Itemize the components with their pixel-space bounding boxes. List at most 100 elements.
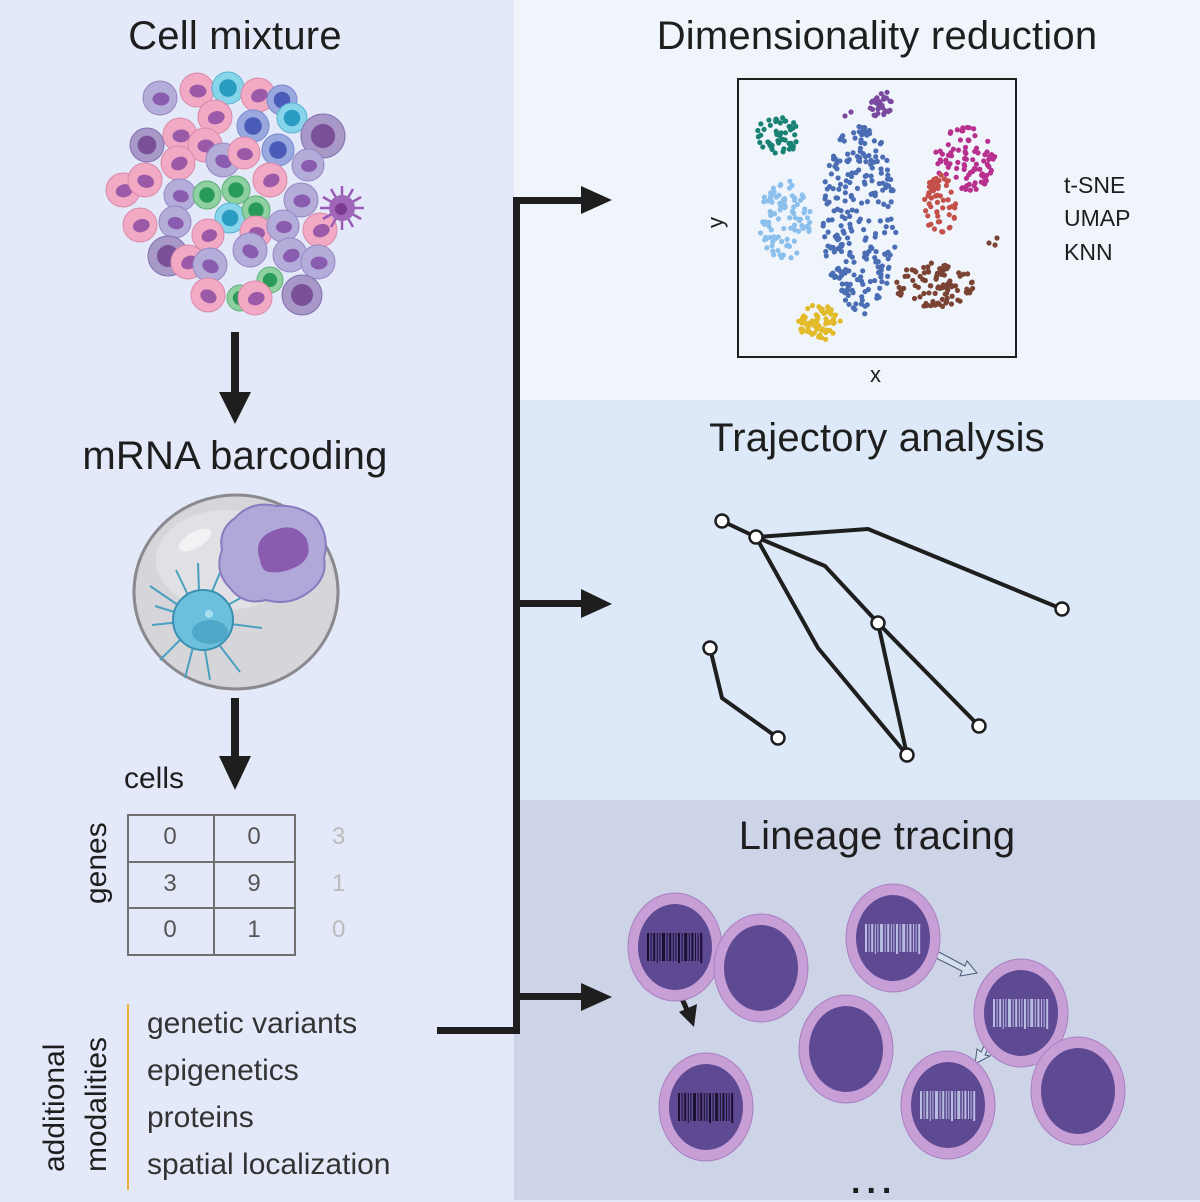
scatter-point-blue bbox=[890, 187, 896, 194]
scatter-point-blue bbox=[863, 159, 869, 165]
scatter-point-yellow bbox=[830, 320, 837, 326]
scatter-point-magenta bbox=[973, 161, 979, 167]
scatter-point-yellow bbox=[798, 326, 804, 332]
blood-cell-icon bbox=[300, 113, 346, 159]
scatter-point-blue bbox=[875, 269, 882, 276]
scatter-point-lightblue bbox=[788, 255, 794, 261]
monocyte-icon bbox=[218, 503, 327, 603]
blood-cell-icon bbox=[276, 102, 308, 134]
scatter-point-brown bbox=[905, 273, 911, 279]
scatter-point-brown bbox=[935, 285, 941, 291]
scatter-point-blue bbox=[868, 244, 874, 250]
scatter-point-brown bbox=[936, 269, 943, 275]
scatter-point-blue bbox=[846, 301, 852, 308]
scatter-point-blue bbox=[842, 297, 849, 303]
scatter-point-blue bbox=[856, 157, 862, 164]
cells-axis-label: cells bbox=[124, 762, 185, 795]
scatter-point-lightblue bbox=[787, 178, 793, 184]
scatter-point-blue bbox=[839, 287, 845, 293]
scatter-point-yellow bbox=[825, 304, 831, 310]
scatter-point-blue bbox=[888, 176, 894, 183]
blood-cell-icon bbox=[192, 180, 222, 210]
scatter-point-blue bbox=[847, 221, 853, 227]
scatter-point-teal bbox=[773, 116, 779, 122]
scatter-point-lightblue bbox=[767, 234, 773, 241]
scatter-point-purple bbox=[881, 111, 887, 118]
blood-cell-icon bbox=[127, 162, 163, 198]
scatter-point-lightblue bbox=[766, 219, 772, 225]
scatter-point-lightblue bbox=[776, 192, 782, 198]
scatter-point-lightblue bbox=[768, 190, 774, 196]
scatter-point-red bbox=[923, 208, 929, 214]
scatter-point-red bbox=[940, 205, 946, 211]
scatter-point-yellow bbox=[819, 327, 825, 333]
scatter-point-purple bbox=[887, 98, 893, 104]
blood-cell-icon bbox=[122, 207, 158, 243]
scatter-point-red bbox=[934, 199, 941, 205]
scatter-point-blue bbox=[851, 259, 857, 265]
scatter-point-magenta bbox=[945, 152, 952, 158]
scatter-point-brown bbox=[924, 302, 931, 308]
scatter-point-magenta bbox=[959, 128, 965, 134]
barcode-icon bbox=[678, 1093, 734, 1123]
blood-cell-icon bbox=[291, 148, 325, 182]
scatter-point-yellow bbox=[818, 306, 824, 312]
scatter-point-brown bbox=[965, 271, 971, 277]
scatter-point-magenta bbox=[963, 175, 970, 181]
scatter-point-blue bbox=[883, 224, 889, 230]
plot-frame bbox=[737, 78, 1017, 358]
scatter-point-teal bbox=[772, 150, 778, 156]
scatter-point-lightblue bbox=[767, 208, 773, 215]
scatter-point-yellow bbox=[809, 331, 815, 337]
matrix-cell: 0 bbox=[163, 916, 177, 943]
scatter-point-magenta bbox=[972, 133, 978, 139]
scatter-point-magenta bbox=[945, 142, 951, 148]
scatter-point-magenta bbox=[978, 172, 985, 178]
scatter-point-lightblue bbox=[789, 182, 795, 189]
scatter-point-teal bbox=[777, 120, 783, 126]
scatter-point-lightblue bbox=[782, 195, 788, 202]
scatter-point-purple bbox=[878, 91, 884, 97]
matrix-cell: 3 bbox=[332, 823, 346, 850]
scatter-point-magenta bbox=[966, 181, 972, 187]
scatter-point-blue bbox=[876, 294, 882, 300]
scatter-point-lightblue bbox=[791, 204, 797, 210]
scatter-point-brown bbox=[969, 279, 975, 285]
modality-genetic-variants: genetic variants bbox=[147, 1007, 358, 1040]
scatter-point-blue bbox=[860, 268, 866, 274]
scatter-point-red bbox=[947, 224, 953, 230]
scatter-point-blue bbox=[822, 196, 828, 202]
scatter-point-magenta bbox=[971, 165, 978, 172]
scatter-point-teal bbox=[758, 121, 764, 127]
trajectory-node bbox=[770, 730, 786, 746]
scatter-point-magenta bbox=[955, 159, 961, 166]
scatter-point-brown bbox=[895, 290, 901, 297]
scatter-point-teal bbox=[767, 141, 773, 147]
scatter-point-brown bbox=[928, 260, 934, 266]
scatter-point-blue bbox=[838, 243, 845, 249]
dimensionality-reduction-panel bbox=[514, 0, 1200, 400]
unlabeled-cell-icon bbox=[798, 994, 894, 1104]
scatter-point-purple bbox=[876, 98, 882, 105]
scatter-point-brown bbox=[915, 284, 921, 290]
scatter-point-blue bbox=[824, 201, 830, 207]
scatter-point-yellow bbox=[823, 336, 829, 342]
scatter-point-blue bbox=[836, 186, 842, 192]
trajectory-node bbox=[870, 615, 886, 631]
scatter-point-brown bbox=[949, 284, 955, 290]
scatter-point-blue bbox=[863, 256, 870, 262]
scatter-point-magenta bbox=[957, 137, 963, 143]
scatter-point-blue bbox=[885, 172, 891, 178]
scatter-point-blue bbox=[844, 209, 851, 215]
scatter-point-blue bbox=[842, 270, 848, 276]
ellipsis: ... bbox=[851, 1163, 898, 1201]
scatter-point-yellow bbox=[823, 321, 829, 327]
scatter-point-teal bbox=[769, 146, 775, 152]
scatter-point-blue bbox=[866, 152, 872, 159]
trajectory-node bbox=[702, 640, 718, 656]
method-umap: UMAP bbox=[1064, 205, 1131, 231]
scatter-point-blue bbox=[849, 228, 855, 234]
scatter-point-blue bbox=[858, 301, 865, 307]
